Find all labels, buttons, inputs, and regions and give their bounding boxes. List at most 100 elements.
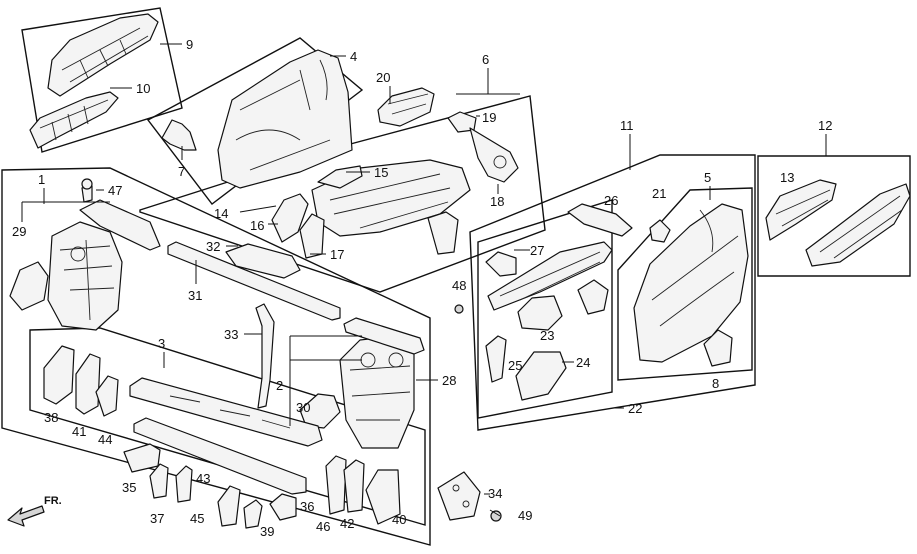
part-42 [343,459,365,513]
callout-30: 30 [296,400,310,415]
part-44 [95,375,119,417]
part-frame-bracket [427,211,459,255]
callout-43: 43 [196,471,210,486]
part-9 [47,13,159,97]
callout-10: 10 [136,81,150,96]
callout-7: 7 [178,164,185,179]
part-4 [217,49,353,189]
part-48 [454,304,464,314]
part-rail-right [487,241,613,311]
callout-14: 14 [214,206,228,221]
frame-group-5 [617,187,753,381]
frame-group-4 [146,37,364,205]
part-20 [377,87,435,127]
callout-39: 39 [260,524,274,539]
callout-15: 15 [374,165,388,180]
part-7 [161,119,197,151]
part-37 [149,463,169,499]
part-12-rail [805,183,911,267]
callout-33: 33 [224,327,238,342]
callout-35: 35 [122,480,136,495]
part-49 [490,510,502,522]
callout-8: 8 [712,376,719,391]
part-35 [123,443,161,473]
callout-11: 11 [620,118,634,133]
part-43 [175,465,193,503]
part-5 [633,203,749,363]
part-27 [485,251,517,277]
part-47 [81,178,93,203]
frame-group-11 [469,154,756,431]
part-8 [703,329,733,367]
frame-group-12 [757,155,911,277]
callout-24: 24 [576,355,590,370]
part-26 [567,203,633,237]
callout-20: 20 [376,70,390,85]
callout-28: 28 [442,373,456,388]
front-direction-arrow [7,505,45,527]
callout-22: 22 [628,401,642,416]
callout-25: 25 [508,358,522,373]
callout-26: 26 [604,193,618,208]
callout-12: 12 [818,118,832,133]
callout-41: 41 [72,424,86,439]
part-39 [243,499,263,529]
callout-32: 32 [206,239,220,254]
callout-6: 6 [482,52,489,67]
callout-9: 9 [186,37,193,52]
frame-group-22 [477,199,613,419]
callout-23: 23 [540,328,554,343]
part-upper-bracket [79,199,161,251]
callout-3: 3 [158,336,165,351]
callout-45: 45 [190,511,204,526]
frame-group-9 [21,7,183,153]
part-31 [167,241,341,321]
callout-38: 38 [44,410,58,425]
part-3 [129,377,323,447]
part-19 [447,111,477,133]
part-40 [365,469,401,525]
callout-49: 49 [518,508,532,523]
callout-19: 19 [482,110,496,125]
part-18 [469,127,519,183]
callout-29: 29 [12,224,26,239]
callout-36: 36 [300,499,314,514]
part-21 [649,219,671,243]
callout-47: 47 [108,183,122,198]
part-24 [515,351,567,401]
callout-42: 42 [340,516,354,531]
callout-2: 2 [276,378,283,393]
leader-lines [21,43,827,517]
callout-5: 5 [704,170,711,185]
callout-48: 48 [452,278,466,293]
part-38 [43,345,75,405]
callout-17: 17 [330,247,344,262]
callout-27: 27 [530,243,544,258]
frame-group-1 [1,167,431,546]
callout-46: 46 [316,519,330,534]
part-13 [765,179,837,241]
part-34 [437,471,481,521]
callout-40: 40 [392,512,406,527]
callout-16: 16 [250,218,264,233]
part-36 [269,493,297,521]
part-upper-right-bracket [343,317,425,355]
part-10 [29,91,119,149]
callout-31: 31 [188,288,202,303]
part-17 [299,213,325,259]
callout-4: 4 [350,49,357,64]
callout-44: 44 [98,432,112,447]
front-indicator-label: FR. [44,495,62,507]
callout-37: 37 [150,511,164,526]
part-33 [255,303,275,409]
callout-21: 21 [652,186,666,201]
callout-34: 34 [488,486,502,501]
part-29 [9,261,49,311]
part-46 [325,455,347,515]
callout-13: 13 [780,170,794,185]
part-1 [47,221,123,331]
part-45 [217,485,241,527]
part-2 [339,335,415,449]
part-25 [485,335,507,383]
